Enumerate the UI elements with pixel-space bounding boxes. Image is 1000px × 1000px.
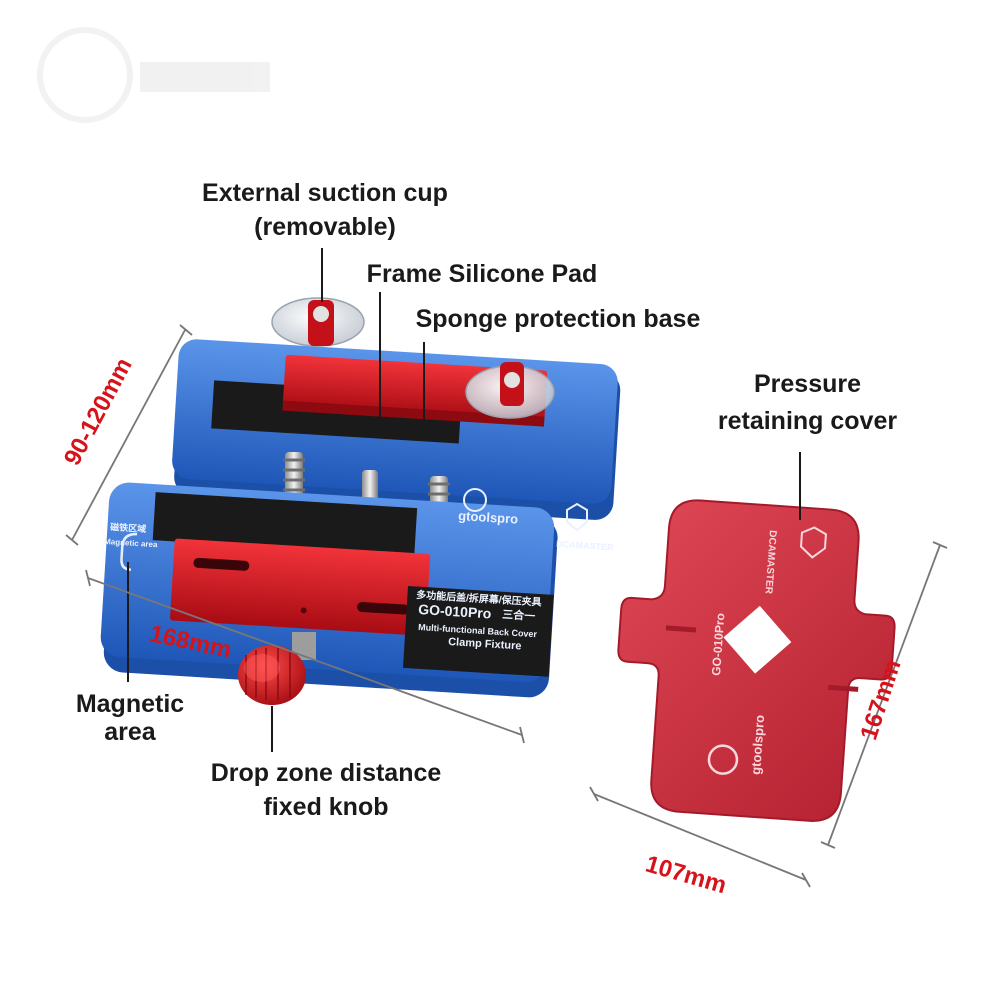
suction-cup-label-line2: (removable) xyxy=(254,213,396,241)
watermark xyxy=(37,27,270,123)
pressure-cover-label-line2: retaining cover xyxy=(717,407,898,435)
magnetic-cn-engraving: 磁铁区域 xyxy=(110,521,147,534)
suction-cup-right xyxy=(465,362,555,419)
knob-label-line2: fixed knob xyxy=(263,793,389,821)
knob-label-line1: Drop zone distance xyxy=(210,759,442,787)
pressure-cover xyxy=(617,499,896,822)
brand-engraving: gtoolspro xyxy=(458,508,519,527)
pressure-cover-label-line1: Pressure xyxy=(753,370,862,398)
magnetic-label-line1: Magnetic xyxy=(75,690,185,718)
sponge-base-label: Sponge protection base xyxy=(415,305,701,333)
magnetic-label-line2: area xyxy=(104,718,156,746)
knob xyxy=(238,632,316,705)
clamp-fixture: gtoolspro DCAMASTER 多功能后盖/拆屏幕/保压夹具 GO-01… xyxy=(100,297,621,705)
cover-model-engraving: GO-010Pro xyxy=(709,613,727,677)
suction-cup-label-line1: External suction cup xyxy=(202,179,448,207)
suction-cup-left xyxy=(271,297,365,347)
maker-engraving: DCAMASTER xyxy=(556,539,615,553)
dimension-lines xyxy=(65,324,948,888)
three-in-one-engraving: 三合一 xyxy=(502,607,536,623)
silicone-pad-front xyxy=(152,492,418,557)
model-engraving: GO-010Pro xyxy=(418,601,492,621)
leader-lines xyxy=(127,248,801,752)
magnetic-en-engraving: Magnetic area xyxy=(104,537,158,549)
engraving-brand xyxy=(463,488,588,532)
silicone-pad-label: Frame Silicone Pad xyxy=(366,260,598,288)
desc-line2-engraving: Clamp Fixture xyxy=(448,636,522,652)
cover-brand-engraving: gtoolspro xyxy=(748,714,767,775)
cover-maker-engraving: DCAMASTER xyxy=(762,530,777,595)
